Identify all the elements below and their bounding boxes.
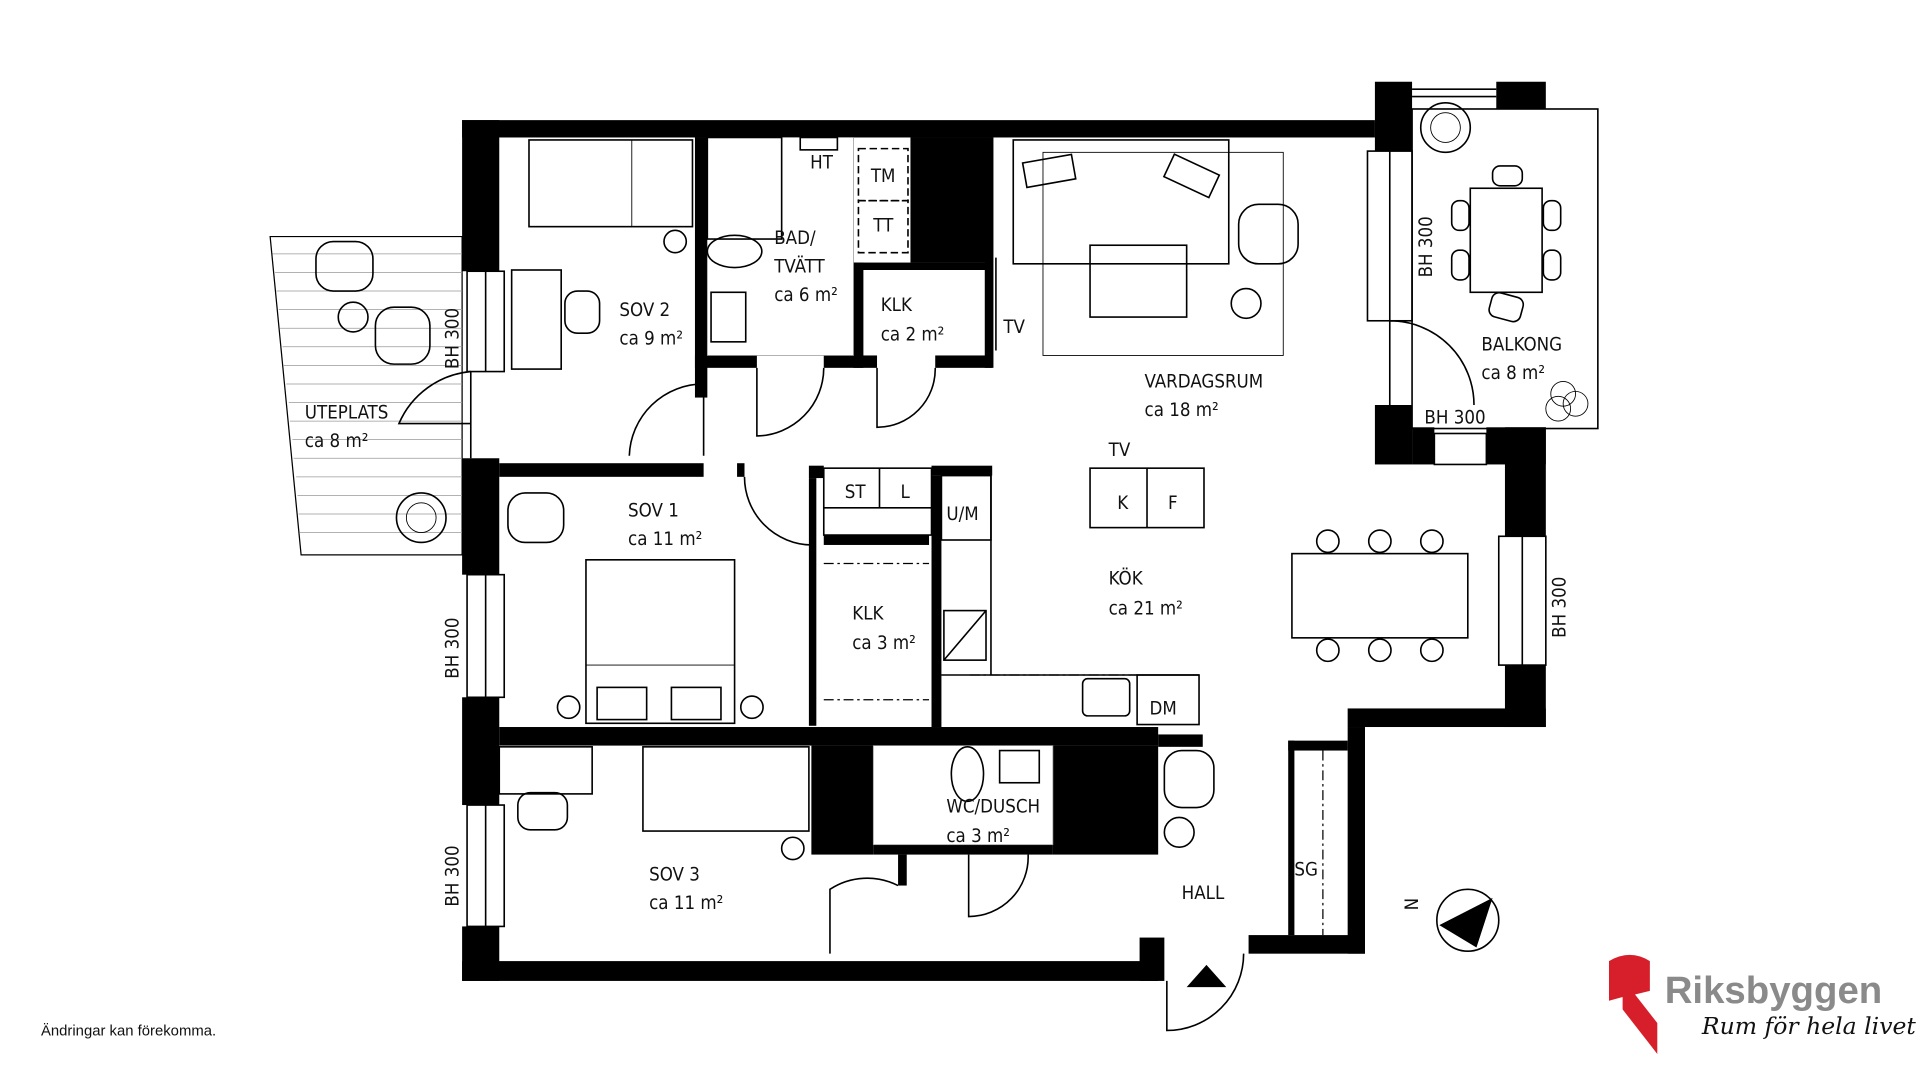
tm-label: TM (870, 166, 896, 187)
walls (462, 81, 1546, 981)
room-name-kok: KÖK (1109, 567, 1144, 590)
room-area-klk: ca 3 m² (852, 633, 916, 654)
room-name-klk: KLK (852, 603, 884, 624)
side-table-icon (337, 301, 369, 333)
room-area-kok: ca 21 m² (1109, 598, 1183, 619)
desk-icon (498, 746, 593, 795)
room-area-klk-small: ca 2 m² (881, 325, 945, 346)
room-name-bad-1: BAD/ (774, 228, 816, 249)
l-label: L (901, 482, 911, 503)
room-name-sov3: SOV 3 (649, 865, 700, 886)
room-area-balkong: ca 8 m² (1481, 363, 1545, 384)
k-label: K (1117, 493, 1129, 514)
room-name-balkong: BALKONG (1481, 335, 1562, 356)
dining-table-icon (1469, 187, 1543, 294)
room-area-bad: ca 6 m² (774, 285, 838, 306)
um-label: U/M (946, 504, 978, 525)
logo-mark-icon (1608, 954, 1658, 1054)
bh300-label: BH 300 (1424, 408, 1485, 429)
bh300-label: BH 300 (442, 618, 463, 679)
entrance-arrow-icon (1186, 964, 1227, 988)
bed-icon (585, 559, 736, 725)
furniture (498, 136, 1469, 936)
room-name-sov1: SOV 1 (628, 500, 679, 521)
tv-label-stand: TV (1108, 440, 1131, 461)
armchair-icon (315, 240, 374, 292)
room-name-vardagsrum: VARDAGSRUM (1145, 372, 1264, 393)
room-area-wc: ca 3 m² (946, 826, 1010, 847)
wc-area (872, 745, 1054, 846)
plant-icon (395, 492, 447, 544)
bh300-label: BH 300 (442, 308, 463, 369)
plant-icon (1419, 101, 1472, 154)
room-name-bad-2: TVÄTT (773, 254, 825, 277)
room-name-hall: HALL (1182, 883, 1225, 904)
f-label: F (1168, 493, 1178, 514)
room-area-uteplats: ca 8 m² (305, 431, 369, 452)
bed-icon (642, 746, 810, 832)
bh300-label: BH 300 (1550, 577, 1571, 638)
north-compass-icon: N (1402, 888, 1500, 952)
toilet-icon (950, 746, 985, 803)
fixture-labels: HT TM TT TV TV ST L U/M K F DM SG BH 300… (442, 152, 1570, 906)
doors (397, 319, 1475, 1032)
room-area-sov1: ca 11 m² (628, 529, 702, 550)
bh300-label: BH 300 (1416, 216, 1437, 277)
coffee-table-icon (1089, 244, 1188, 318)
dm-label: DM (1149, 699, 1176, 720)
sg-label: SG (1294, 860, 1318, 881)
room-labels: SOV 2 ca 9 m² BAD/ TVÄTT ca 6 m² KLK ca … (305, 228, 1562, 914)
room-area-vardagsrum: ca 18 m² (1145, 400, 1219, 421)
bed-icon (528, 139, 694, 228)
dryer-icon (857, 199, 909, 254)
room-name-uteplats: UTEPLATS (305, 403, 389, 424)
room-area-sov3: ca 11 m² (649, 893, 723, 914)
room-name-sov2: SOV 2 (619, 300, 670, 321)
logo-tagline: Rum för hela livet (1701, 1012, 1917, 1040)
sink-icon (1081, 677, 1131, 717)
riksbyggen-logo: Riksbyggen Rum för hela livet (1608, 954, 1917, 1054)
desk-icon (510, 269, 562, 370)
bh300-label: BH 300 (442, 845, 463, 906)
toilet-icon (706, 234, 763, 269)
st-label: ST (845, 482, 867, 503)
footer-note: Ändringar kan förekomma. (41, 1022, 216, 1039)
dining-table-icon (1291, 552, 1469, 639)
logo-brand: Riksbyggen (1665, 969, 1883, 1012)
uteplats-terrace (269, 235, 463, 556)
ht-label: HT (810, 152, 834, 173)
tv-label-wall: TV (1002, 317, 1025, 338)
washbasin-icon (710, 291, 747, 343)
room-name-wc: WC/DUSCH (946, 796, 1040, 817)
room-area-sov2: ca 9 m² (619, 328, 683, 349)
room-name-klk-small: KLK (881, 295, 913, 316)
armchair-icon (374, 306, 431, 365)
north-label: N (1402, 898, 1423, 911)
sofa-icon (1012, 139, 1230, 265)
tt-label: TT (872, 216, 894, 237)
